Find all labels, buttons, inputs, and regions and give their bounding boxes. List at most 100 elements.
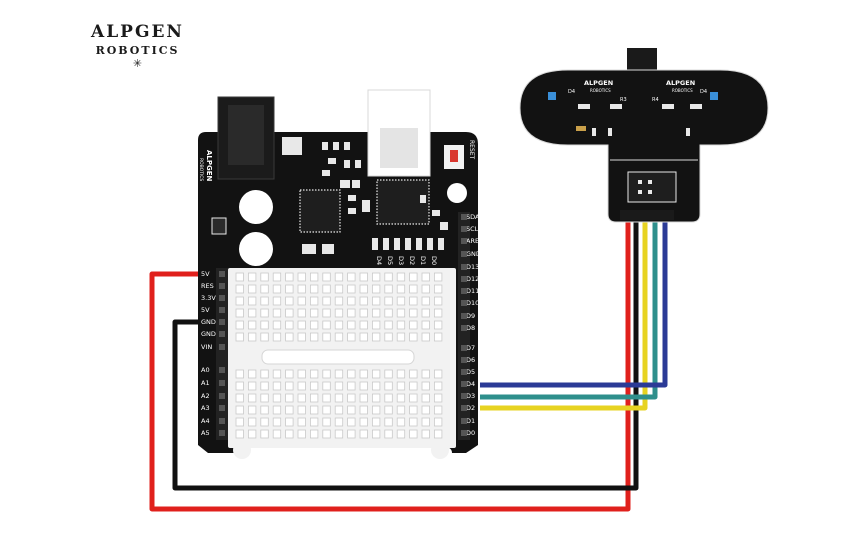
breadboard-hole — [297, 405, 306, 415]
left-pin — [219, 307, 225, 313]
left-pin-label: GND — [201, 330, 216, 338]
breadboard-hole — [334, 417, 344, 427]
led-label: D4 — [375, 256, 383, 265]
breadboard-hole — [433, 308, 443, 318]
breadboard-hole — [247, 381, 257, 391]
sensor-led-left — [548, 92, 556, 100]
breadboard-hole — [247, 284, 257, 294]
right-pin — [461, 405, 467, 411]
board-brand: ALPGEN — [205, 150, 213, 182]
breadboard-hole — [409, 308, 418, 318]
breadboard-hole — [260, 332, 269, 342]
breadboard-hole — [285, 405, 294, 415]
right-pin — [461, 357, 467, 363]
breadboard-hole — [235, 284, 244, 294]
breadboard-hole — [421, 284, 430, 294]
line-sensor-module: ALPGEN ROBOTICS ALPGEN ROBOTICS D4 D4 R3… — [519, 48, 769, 223]
breadboard-hole — [247, 429, 257, 439]
breadboard-hole — [285, 296, 294, 306]
breadboard-hole — [409, 332, 418, 342]
right-pin — [461, 381, 467, 387]
right-pin-label: D10 — [466, 299, 479, 307]
breadboard-hole — [297, 284, 306, 294]
sensor-switch[interactable] — [627, 48, 657, 70]
breadboard-hole — [322, 393, 331, 403]
breadboard-hole — [384, 429, 393, 439]
breadboard-hole — [347, 429, 356, 439]
breadboard-hole — [285, 369, 294, 379]
logo: ALPGEN ROBOTICS ✳ — [70, 22, 205, 70]
reset-button-cap[interactable] — [450, 150, 458, 162]
breadboard-hole — [371, 308, 381, 318]
left-pin — [219, 393, 225, 399]
breadboard-hole — [433, 272, 443, 282]
right-pin-label: AREF — [466, 237, 483, 245]
led-label: D5 — [386, 256, 394, 265]
breadboard-channel — [261, 349, 415, 365]
breadboard-hole — [309, 284, 319, 294]
breadboard-hole — [309, 417, 319, 427]
breadboard-hole — [260, 296, 269, 306]
breadboard-hole — [396, 320, 406, 330]
logo-subtitle: ROBOTICS — [95, 44, 180, 57]
breadboard-hole — [433, 320, 443, 330]
right-pin — [461, 313, 467, 319]
breadboard-hole — [359, 429, 368, 439]
led-label: D1 — [419, 256, 427, 265]
breadboard-hole — [260, 405, 269, 415]
breadboard-hole — [247, 320, 257, 330]
breadboard-hole — [421, 332, 430, 342]
breadboard-hole — [260, 308, 269, 318]
breadboard-hole — [409, 272, 418, 282]
breadboard-hole — [359, 320, 368, 330]
breadboard-hole — [371, 332, 381, 342]
right-pin-label: D9 — [466, 312, 475, 320]
left-pin — [219, 331, 225, 337]
breadboard-hole — [297, 332, 306, 342]
breadboard-hole — [334, 393, 344, 403]
capacitor-top — [239, 190, 273, 224]
breadboard-hole — [371, 296, 381, 306]
breadboard-hole — [421, 417, 430, 427]
wire-yellow — [480, 214, 648, 411]
left-pin — [219, 405, 225, 411]
breadboard-hole — [309, 393, 319, 403]
breadboard-hole — [334, 332, 344, 342]
breadboard-hole — [309, 429, 319, 439]
wires — [149, 214, 668, 512]
sensor-label-r3: R3 — [620, 97, 627, 103]
breadboard-hole — [384, 284, 393, 294]
breadboard-hole — [384, 417, 393, 427]
left-pin-label: A1 — [201, 379, 210, 387]
breadboard-hole — [285, 429, 294, 439]
breadboard-hole — [260, 393, 269, 403]
capacitor-bottom — [239, 232, 273, 266]
breadboard-hole — [421, 381, 430, 391]
breadboard-hole — [235, 296, 244, 306]
breadboard-hole — [322, 369, 331, 379]
breadboard-hole — [384, 369, 393, 379]
breadboard-hole — [322, 296, 331, 306]
right-pin — [461, 226, 467, 232]
breadboard-hole — [396, 296, 406, 306]
breadboard-hole — [359, 381, 368, 391]
breadboard-hole — [396, 417, 406, 427]
breadboard-hole — [322, 320, 331, 330]
wire-blue — [480, 214, 668, 388]
breadboard-hole — [371, 393, 381, 403]
breadboard-hole — [322, 429, 331, 439]
breadboard-hole — [322, 405, 331, 415]
breadboard-hole — [334, 320, 344, 330]
right-pin-label: D2 — [466, 404, 475, 412]
breadboard-hole — [359, 308, 368, 318]
breadboard-hole — [384, 320, 393, 330]
breadboard-hole — [347, 405, 356, 415]
sensor-smd — [576, 104, 702, 136]
breadboard-hole — [433, 405, 443, 415]
breadboard-hole — [247, 405, 257, 415]
breadboard-hole — [297, 393, 306, 403]
right-pin-label: SCL — [466, 225, 479, 233]
breadboard-hole — [433, 284, 443, 294]
breadboard-hole — [347, 272, 356, 282]
